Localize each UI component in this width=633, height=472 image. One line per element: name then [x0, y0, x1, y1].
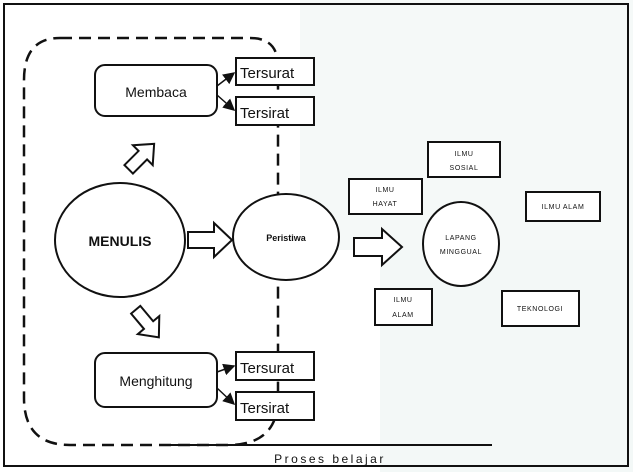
teknologi-box: [501, 290, 580, 327]
tersirat-bottom-box: [235, 391, 315, 421]
teknologi-label: TEKNOLOGI: [517, 306, 563, 313]
membaca-box: [94, 64, 218, 117]
footer-caption: Proses belajar: [274, 452, 386, 466]
hollow-arrow: [187, 220, 234, 260]
ilmu-alam-box: [525, 191, 601, 222]
menghitung-box: [94, 352, 218, 408]
ilmu-alam-lower-box: [374, 288, 433, 326]
connector-arrow: [216, 72, 236, 87]
ilmu-alam-label: ILMU ALAM: [542, 204, 585, 211]
ilmu-alam-lower-line2: ALAM: [392, 312, 413, 319]
connector-arrow: [216, 363, 236, 376]
peristiwa-ellipse: [232, 193, 340, 281]
tersurat-bottom-box: [235, 351, 315, 381]
hollow-arrow: [353, 226, 404, 268]
tersirat-bottom-label: Tersirat: [240, 400, 290, 417]
tersurat-top-box: [235, 57, 315, 86]
membaca-label: Membaca: [125, 84, 187, 100]
outer-frame: [3, 3, 629, 467]
menulis-ellipse: [54, 182, 186, 298]
ilmu-sosial-line2: SOSIAL: [450, 165, 479, 172]
connector-arrow: [216, 94, 236, 111]
peristiwa-label: Peristiwa: [266, 233, 307, 243]
center-ellipse: [422, 201, 500, 287]
tersurat-top-label: Tersurat: [240, 65, 295, 82]
ilmu-hayat-line1: ILMU: [375, 187, 394, 194]
menulis-label: MENULIS: [89, 233, 152, 249]
ilmu-sosial-box: [427, 141, 501, 178]
ilmu-hayat-line2: HAYAT: [373, 201, 398, 208]
connector-arrow: [216, 387, 236, 406]
dashed-boundary: [22, 36, 280, 447]
tersirat-top-box: [235, 96, 315, 126]
ilmu-hayat-box: [348, 178, 423, 215]
ilmu-alam-lower-line1: ILMU: [393, 297, 412, 304]
menghitung-label: Menghitung: [119, 373, 192, 389]
tersurat-bottom-label: Tersurat: [240, 360, 295, 377]
tersirat-top-label: Tersirat: [240, 105, 290, 122]
center-label-line1: LAPANG: [445, 235, 476, 242]
hollow-arrow: [129, 304, 161, 339]
ilmu-sosial-line1: ILMU: [454, 151, 473, 158]
hollow-arrow: [123, 142, 156, 175]
center-label-line2: MINGGUAL: [440, 249, 482, 256]
